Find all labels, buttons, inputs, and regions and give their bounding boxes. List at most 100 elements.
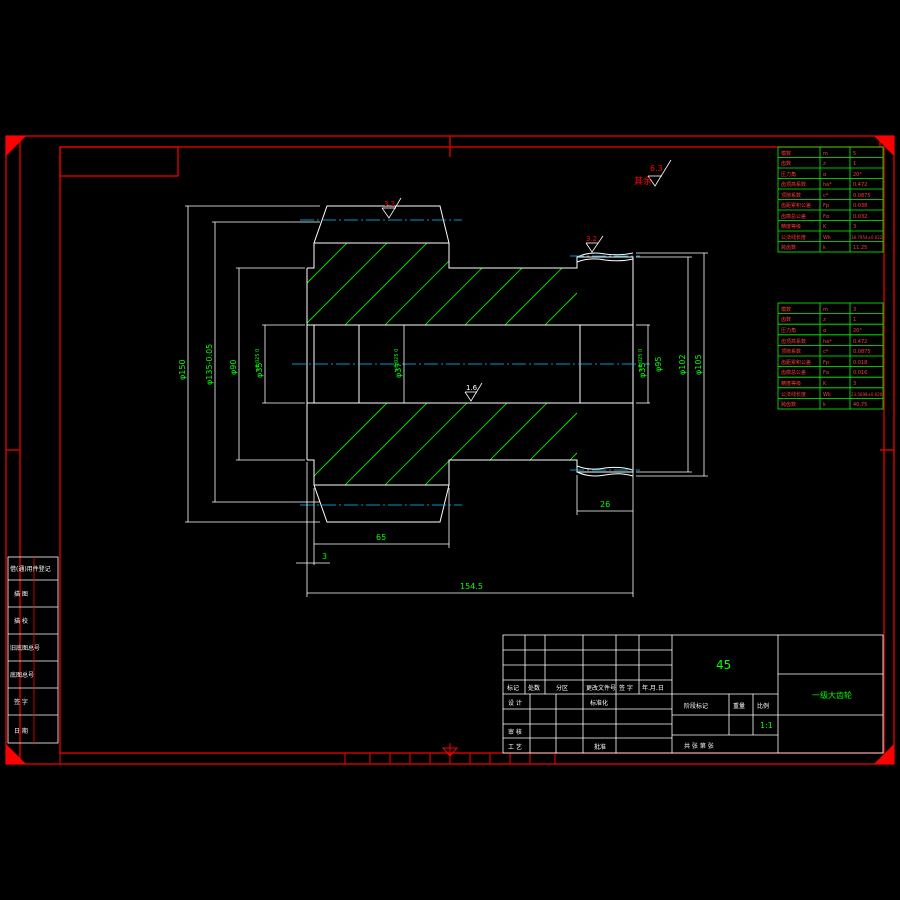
gt1-r7-c2: 3 bbox=[853, 224, 856, 230]
gt2-r1-c2: 1 bbox=[853, 317, 856, 323]
dim-len-pinion: 26 bbox=[600, 500, 610, 509]
gt2-r2-c0: 压力角 bbox=[781, 327, 796, 334]
dim-len-total: 154.5 bbox=[460, 582, 483, 591]
gt1-r2-c1: α bbox=[823, 172, 827, 178]
gt1-r2-c0: 压力角 bbox=[781, 171, 796, 178]
gt2-r8-c2: 23.5698±0.020 bbox=[851, 392, 883, 397]
gt2-r9-c1: k bbox=[823, 402, 826, 408]
gt2-r8-c0: 公法线长度 bbox=[781, 391, 806, 398]
left-strip-grid bbox=[7, 556, 59, 744]
left-strip-label-4: 底图总号 bbox=[10, 671, 34, 679]
center-lines bbox=[292, 219, 650, 506]
dim-d-bore-right: φ35 bbox=[638, 363, 647, 378]
dim-d-bore-right-tol: +0.025 0 bbox=[638, 349, 644, 372]
gt2-r1-c0: 齿数 bbox=[781, 316, 791, 323]
gt2-r4-c0: 顶隙系数 bbox=[781, 348, 801, 355]
gt2-r5-c2: 0.018 bbox=[853, 360, 867, 366]
gt2-r9-c0: 跨齿数 bbox=[781, 401, 796, 408]
scale-value: 1:1 bbox=[760, 721, 773, 730]
gt2-r0-c1: m bbox=[823, 307, 828, 313]
gt1-r8-c1: Wk bbox=[823, 235, 831, 241]
stage-mark-label: 阶段标记 bbox=[684, 702, 708, 710]
gt1-r9-c0: 跨齿数 bbox=[781, 244, 796, 251]
roughness-tooth-value: 3.2 bbox=[384, 200, 395, 208]
rev-header-4: 签 字 bbox=[619, 684, 633, 692]
corner-marks bbox=[6, 136, 894, 764]
gt1-r1-c2: 1 bbox=[853, 161, 856, 167]
gt2-r5-c0: 齿距累积公差 bbox=[781, 359, 811, 366]
rev-header-5: 年.月.日 bbox=[642, 684, 664, 692]
gt2-r4-c2: 0.0875 bbox=[853, 349, 871, 355]
gt1-r0-c2: 5 bbox=[853, 151, 856, 157]
gt1-r7-c1: K bbox=[823, 224, 827, 230]
centering-mark-bottom bbox=[441, 743, 459, 764]
dimension-lines bbox=[185, 205, 708, 597]
gt1-r0-c0: 模数 bbox=[781, 150, 791, 157]
dim-d-step: φ95 bbox=[654, 357, 663, 372]
gt2-r3-c2: 0.472 bbox=[853, 339, 867, 345]
gt1-r1-c0: 齿数 bbox=[781, 160, 791, 167]
gt2-r1-c1: z bbox=[823, 317, 826, 323]
left-strip-label-3: 旧底图总号 bbox=[10, 644, 40, 652]
gear-table-2: 模数 m 3 齿数 z 1 压力角 α 20° 齿顶高系数 ha* 0.472 … bbox=[781, 306, 883, 408]
left-strip: 借(通)用件登记 描 图 描 校 旧底图总号 底图总号 签 字 日 期 bbox=[10, 565, 51, 735]
gt1-r7-c0: 精度等级 bbox=[781, 223, 801, 230]
zone-ticks bbox=[59, 753, 556, 764]
gt1-r6-c1: Fα bbox=[823, 214, 830, 220]
dim-d-hub: φ90 bbox=[229, 360, 238, 375]
roughness-general-value: 6.3 bbox=[650, 164, 663, 173]
title-block-grid bbox=[502, 634, 884, 754]
material-label: 45 bbox=[716, 658, 731, 672]
gt1-r6-c2: 0.032 bbox=[853, 214, 867, 220]
dim-d-bore-left: φ35 bbox=[255, 363, 264, 378]
gt2-r9-c2: 40.75 bbox=[853, 402, 867, 408]
gt1-r3-c1: ha* bbox=[823, 182, 832, 188]
gt2-r6-c2: 0.016 bbox=[853, 370, 867, 376]
dim-d-pitch-large: φ135-0.05 bbox=[205, 344, 214, 385]
gt2-r6-c1: Fα bbox=[823, 370, 830, 376]
dim-d-pinion-root: φ102 bbox=[678, 354, 687, 375]
roughness-hub-value: 3.2 bbox=[586, 235, 597, 243]
gear-table-2-grid bbox=[777, 302, 884, 410]
gt1-r3-c0: 齿顶高系数 bbox=[781, 181, 806, 188]
gt2-r8-c1: Wk bbox=[823, 392, 831, 398]
sheet-border bbox=[5, 135, 895, 765]
dim-len-chamfer: 3 bbox=[322, 552, 327, 561]
gt2-r3-c1: ha* bbox=[823, 339, 832, 345]
left-strip-label-5: 签 字 bbox=[14, 698, 28, 706]
left-strip-label-6: 日 期 bbox=[14, 727, 28, 735]
dim-d-bore-mid: φ37 bbox=[394, 363, 403, 378]
gt1-r6-c0: 齿廓总公差 bbox=[781, 213, 806, 220]
dim-len-gear: 65 bbox=[376, 533, 386, 542]
gt1-r9-c1: k bbox=[823, 245, 826, 251]
roughness-general-note: 其余 bbox=[634, 175, 652, 187]
gt2-r6-c0: 齿廓总公差 bbox=[781, 369, 806, 376]
gt1-r5-c1: Fp bbox=[823, 203, 829, 209]
gt1-r3-c2: 0.472 bbox=[853, 182, 867, 188]
scale-label: 比例 bbox=[757, 702, 769, 710]
gt2-r7-c0: 精度等级 bbox=[781, 380, 801, 387]
rev-header-3: 更改文件号 bbox=[586, 684, 616, 692]
left-strip-label-1: 描 图 bbox=[14, 590, 28, 598]
design-label: 设 计 bbox=[508, 699, 522, 707]
title-block: 45 一级大齿轮 1:1 标记 处数 分区 更改文件号 签 字 年.月.日 设 … bbox=[507, 658, 852, 751]
gear-table-1-grid bbox=[777, 146, 884, 253]
gt1-r2-c2: 20° bbox=[853, 172, 862, 178]
gt1-r5-c2: 0.038 bbox=[853, 203, 867, 209]
dim-d-bore-left-tol: +0.025 0 bbox=[255, 349, 261, 372]
roughness-symbols bbox=[381, 159, 672, 402]
part-name: 一级大齿轮 bbox=[812, 690, 852, 700]
weight-label: 重量 bbox=[733, 702, 745, 710]
rev-header-0: 标记 bbox=[507, 684, 519, 692]
gt1-r1-c1: z bbox=[823, 161, 826, 167]
rev-header-1: 处数 bbox=[528, 684, 540, 692]
process-label: 工 艺 bbox=[508, 743, 522, 751]
gt1-r8-c2: 38.7954±0.022 bbox=[851, 235, 883, 240]
gt1-r4-c0: 顶隙系数 bbox=[781, 192, 801, 199]
gt2-r2-c2: 20° bbox=[853, 328, 862, 334]
gt1-r5-c0: 齿距累积公差 bbox=[781, 202, 811, 209]
gt1-r4-c1: c* bbox=[823, 193, 829, 199]
gt2-r7-c2: 3 bbox=[853, 381, 856, 387]
gt2-r0-c0: 模数 bbox=[781, 306, 791, 313]
